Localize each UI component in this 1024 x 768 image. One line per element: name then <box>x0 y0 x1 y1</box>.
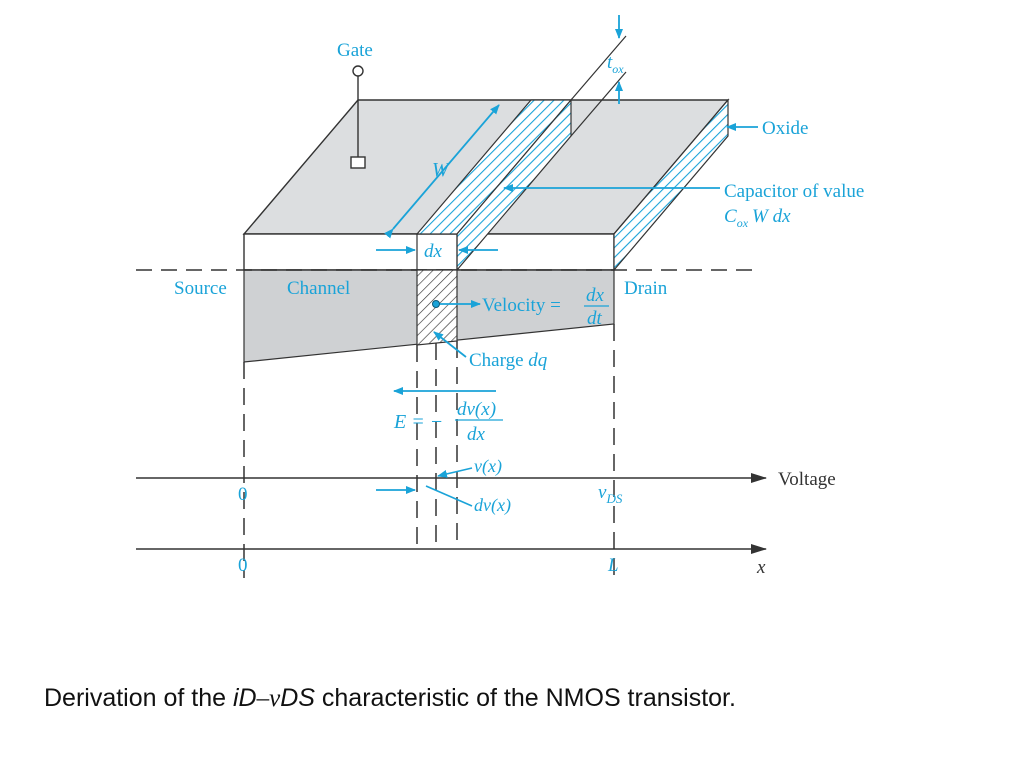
charge-pointer <box>433 331 467 358</box>
l-label: L <box>607 555 619 576</box>
velocity-denominator: dt <box>587 308 603 329</box>
w-label: W <box>432 159 451 181</box>
oxide-side-layer <box>613 98 729 272</box>
source-label: Source <box>174 278 227 299</box>
vx-pointer <box>437 467 473 478</box>
figure-caption: Derivation of the iD–vDS characteristic … <box>44 684 736 712</box>
charge-particle <box>432 300 440 308</box>
vds-label: vDS <box>598 482 623 506</box>
voltage-zero-label: 0 <box>238 484 248 505</box>
dv-arrow-right <box>425 485 473 507</box>
e-field-lhs: E = − <box>393 411 443 433</box>
w-dimension-arrow <box>384 104 500 239</box>
x-axis-label: x <box>756 557 766 578</box>
vx-label: v(x) <box>474 456 502 477</box>
capacitor-label-line1: Capacitor of value <box>724 181 864 202</box>
charge-label: Charge dq <box>469 350 548 371</box>
oxide-label: Oxide <box>762 118 808 139</box>
e-field-denominator: dx <box>467 424 486 445</box>
voltage-axis-label: Voltage <box>778 469 836 490</box>
x-zero-label: 0 <box>238 555 248 576</box>
dashed-drop-lines <box>243 324 615 578</box>
velocity-label: Velocity = <box>482 295 561 316</box>
channel-label: Channel <box>287 278 350 299</box>
gate-contact <box>350 156 366 169</box>
velocity-numerator: dx <box>586 285 605 306</box>
dx-label: dx <box>424 241 443 262</box>
e-field-numerator: dv(x) <box>457 399 496 420</box>
dvx-label: dv(x) <box>474 495 511 516</box>
gate-terminal <box>350 65 366 169</box>
tox-label: tox <box>607 52 624 76</box>
drain-label: Drain <box>624 278 668 299</box>
gate-label: Gate <box>337 40 373 61</box>
